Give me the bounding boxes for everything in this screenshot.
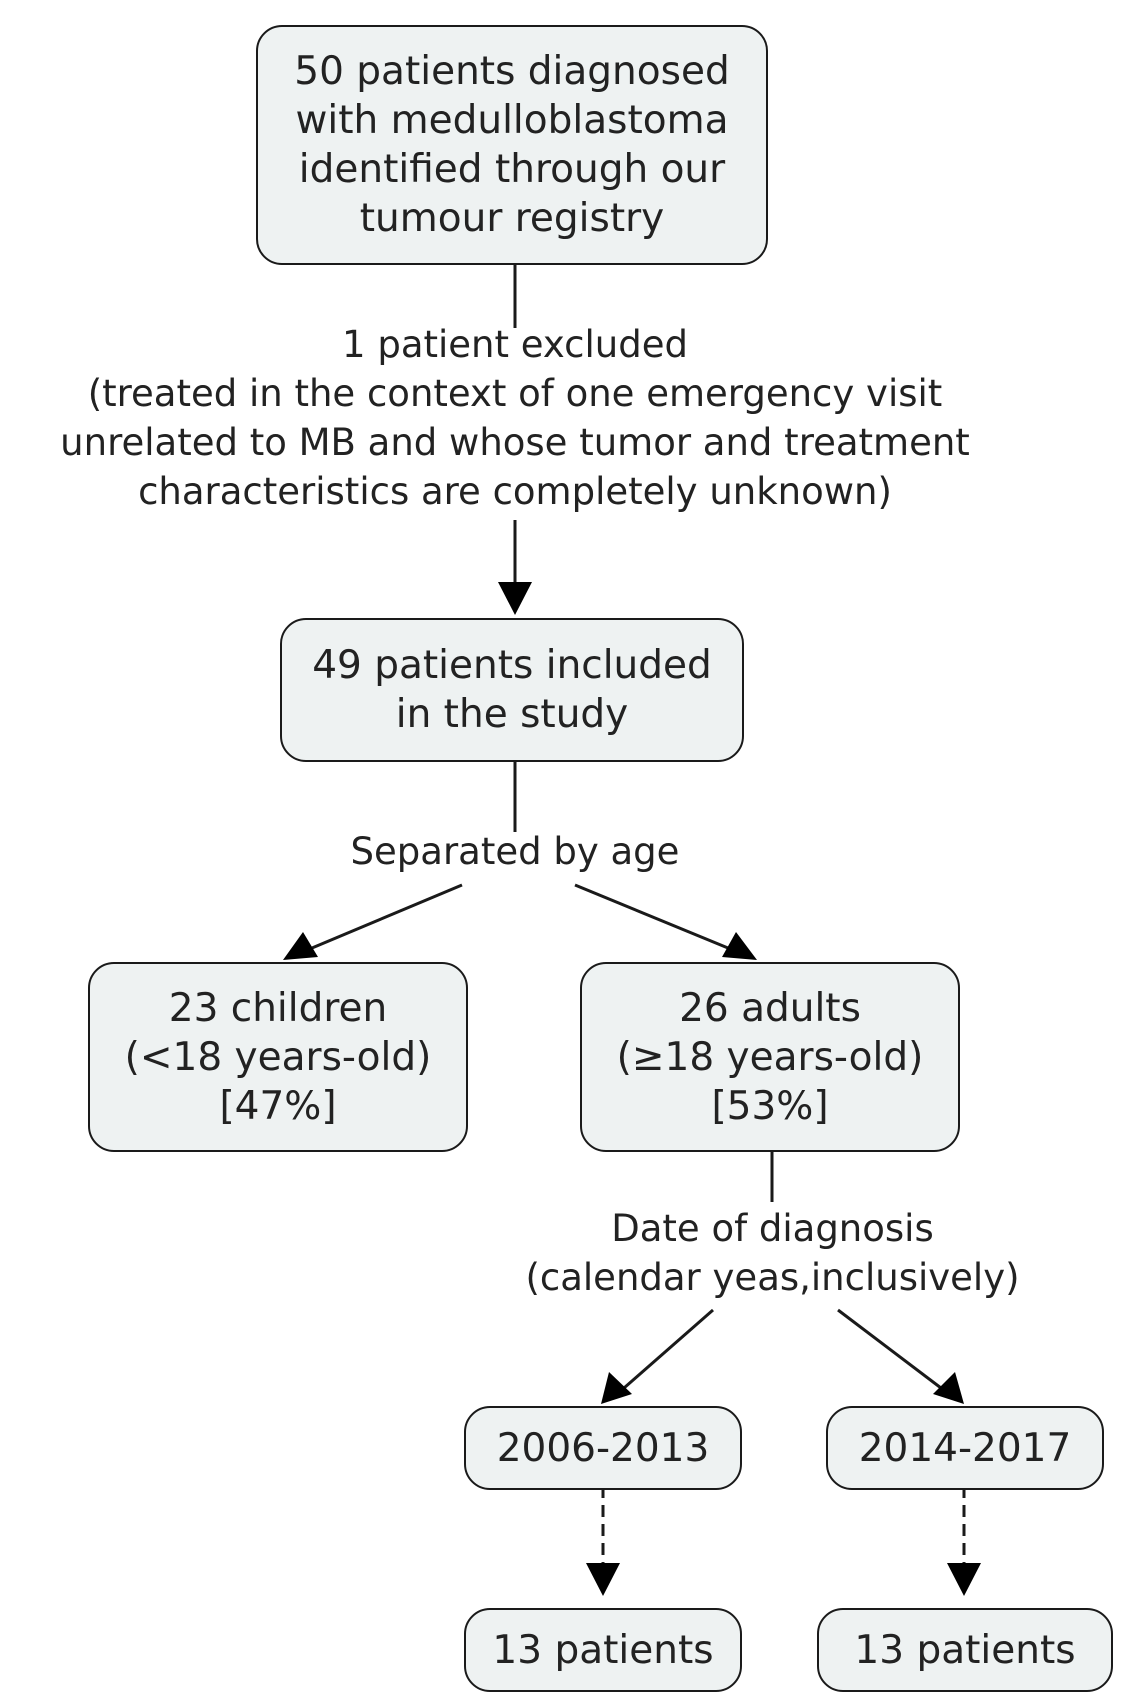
registry-box: 50 patients diagnosed with medulloblasto… xyxy=(256,25,768,265)
included-line-1: 49 patients included xyxy=(312,643,712,688)
connector-age-children xyxy=(311,883,463,950)
exclusion-line-4: characteristics are completely unknown) xyxy=(138,470,892,513)
connector-age-adults xyxy=(574,883,729,950)
age-split-label: Separated by age xyxy=(300,827,730,876)
adults-box: 26 adults (≥18 years-old) [53%] xyxy=(580,962,960,1152)
period-b-label: 2014-2017 xyxy=(858,1425,1072,1471)
date-split-line-2: (calendar yeas,inclusively) xyxy=(525,1256,1020,1299)
arrowhead-children xyxy=(283,932,318,960)
children-line-2: (<18 years-old) xyxy=(124,1034,432,1080)
registry-line-3: identified through our xyxy=(298,147,726,192)
registry-line-1: 50 patients diagnosed xyxy=(294,49,730,94)
count-a-label: 13 patients xyxy=(492,1627,714,1673)
period-a-box: 2006-2013 xyxy=(464,1406,742,1490)
children-box: 23 children (<18 years-old) [47%] xyxy=(88,962,468,1152)
period-b-box: 2014-2017 xyxy=(826,1406,1104,1490)
exclusion-line-3: unrelated to MB and whose tumor and trea… xyxy=(60,421,970,464)
children-line-1: 23 children xyxy=(168,985,388,1031)
arrowhead-count-a xyxy=(586,1563,620,1596)
arrowhead-period-a xyxy=(601,1372,632,1404)
arrowhead-adults xyxy=(722,932,757,960)
exclusion-line-1: 1 patient excluded xyxy=(342,323,688,366)
arrowhead-count-b xyxy=(947,1563,981,1596)
count-b-label: 13 patients xyxy=(854,1627,1076,1673)
included-line-2: in the study xyxy=(395,692,629,737)
age-split-line-1: Separated by age xyxy=(350,830,680,873)
count-b-box: 13 patients xyxy=(817,1608,1113,1692)
included-box: 49 patients included in the study xyxy=(280,618,744,762)
adults-line-1: 26 adults xyxy=(679,985,861,1031)
exclusion-label: 1 patient excluded (treated in the conte… xyxy=(0,320,1030,516)
adults-line-3: [53%] xyxy=(711,1083,829,1129)
children-line-3: [47%] xyxy=(219,1083,337,1129)
connector-date-period-b xyxy=(837,1308,942,1390)
arrowhead-included xyxy=(498,582,532,615)
connector-date-period-a xyxy=(623,1308,714,1390)
exclusion-line-2: (treated in the context of one emergency… xyxy=(87,372,943,415)
period-a-label: 2006-2013 xyxy=(496,1425,710,1471)
registry-line-2: with medulloblastoma xyxy=(295,98,729,143)
date-split-label: Date of diagnosis (calendar yeas,inclusi… xyxy=(470,1204,1075,1302)
date-split-line-1: Date of diagnosis xyxy=(611,1207,934,1250)
count-a-box: 13 patients xyxy=(464,1608,742,1692)
arrowhead-period-b xyxy=(933,1372,964,1404)
registry-line-4: tumour registry xyxy=(359,196,665,241)
adults-line-2: (≥18 years-old) xyxy=(616,1034,924,1080)
